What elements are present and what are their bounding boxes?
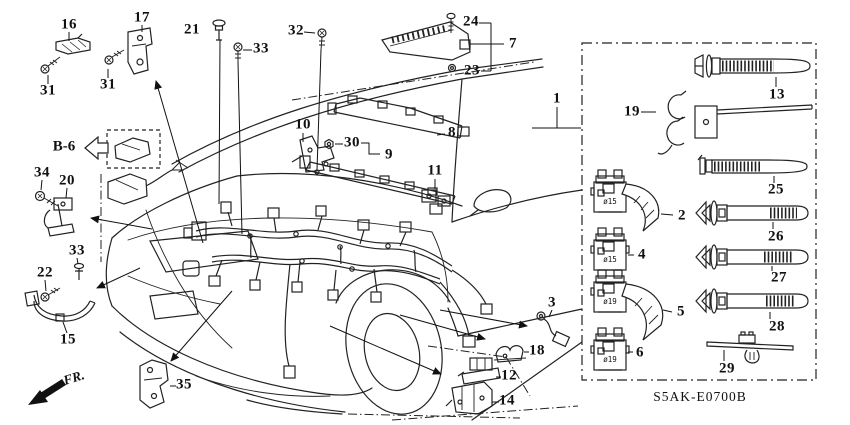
b6-reference <box>84 129 161 169</box>
clip-6-size-label: ø19 <box>603 355 617 364</box>
cable-tie-28 <box>695 288 809 314</box>
phantom-lines <box>100 61 579 421</box>
callout-35-21[interactable]: 35 <box>176 376 192 393</box>
engine-wire-harness <box>183 169 493 379</box>
callout-25-28[interactable]: 25 <box>768 181 784 198</box>
screw-31-right <box>104 49 125 65</box>
screw-33-top <box>233 42 243 62</box>
callout-4-31[interactable]: 4 <box>638 246 646 263</box>
bracket-11 <box>421 189 451 215</box>
clip-2: ø15 <box>590 169 660 232</box>
callout-5-33[interactable]: 5 <box>677 303 685 320</box>
callout-34-16[interactable]: 34 <box>34 164 50 181</box>
callout-32-4[interactable]: 32 <box>288 22 304 39</box>
callout-13-26[interactable]: 13 <box>769 86 785 103</box>
clip-4-size-label: ø15 <box>603 255 617 264</box>
callout-8-13[interactable]: 8 <box>448 124 456 141</box>
clip-33-left <box>73 262 85 280</box>
cable-tie-13 <box>694 54 811 78</box>
cable-tie-26 <box>695 200 809 226</box>
callout-23-7[interactable]: 23 <box>464 62 480 79</box>
nut-23 <box>447 63 457 73</box>
callout-33-3[interactable]: 33 <box>253 40 269 57</box>
callout-1-15[interactable]: 1 <box>553 90 561 107</box>
harness-bracket-15 <box>24 290 96 322</box>
screw-22 <box>40 287 61 302</box>
callout-24-5[interactable]: 24 <box>463 13 479 30</box>
clip-4: ø15 <box>590 227 630 271</box>
callout-6-35[interactable]: 6 <box>636 344 644 361</box>
clip-5-size-label: ø19 <box>603 297 617 306</box>
callout-16-0[interactable]: 16 <box>61 16 77 33</box>
bracket-clip-29 <box>706 331 794 364</box>
callout-18-23[interactable]: 18 <box>529 342 545 359</box>
clip-5: ø19 <box>590 269 664 341</box>
screw-31-left <box>40 56 61 74</box>
callout-19-27[interactable]: 19 <box>624 103 640 120</box>
callout-22-19[interactable]: 22 <box>37 264 53 281</box>
callout-2-29[interactable]: 2 <box>678 207 686 224</box>
callout-31-9[interactable]: 31 <box>100 76 116 93</box>
callout-31-8[interactable]: 31 <box>40 82 56 99</box>
b6-reference-label: B-6 <box>52 138 76 155</box>
diagram-code: S5AK-E0700B <box>653 389 747 404</box>
nut-30 <box>324 138 334 150</box>
cable-tie-27 <box>695 244 809 270</box>
leader-lines <box>40 22 777 403</box>
clip-6: ø19 <box>590 327 630 371</box>
screw-34 <box>34 190 59 207</box>
clamp-18 <box>493 345 527 363</box>
callout-14-25[interactable]: 14 <box>499 392 515 409</box>
harness-rail-8 <box>327 95 470 139</box>
callout-7-6[interactable]: 7 <box>509 35 517 52</box>
b6-reference-arrow-icon <box>84 135 109 161</box>
callout-26-30[interactable]: 26 <box>768 228 784 245</box>
callout-12-24[interactable]: 12 <box>501 367 517 384</box>
callout-10-10[interactable]: 10 <box>295 116 311 133</box>
detail-panel-border <box>581 42 817 381</box>
callout-3-22[interactable]: 3 <box>548 294 556 311</box>
clip-21 <box>212 19 226 41</box>
cover-7 <box>381 21 471 61</box>
pigtail-3 <box>536 311 571 348</box>
bracket-17 <box>127 27 153 75</box>
callout-11-14[interactable]: 11 <box>427 162 443 179</box>
bracket-14 <box>445 381 493 415</box>
callout-17-1[interactable]: 17 <box>134 9 150 26</box>
callout-15-20[interactable]: 15 <box>60 331 76 348</box>
screw-32 <box>317 28 327 51</box>
bracket-16 <box>55 33 91 55</box>
callout-33-18[interactable]: 33 <box>69 242 85 259</box>
callout-30-11[interactable]: 30 <box>344 134 360 151</box>
fr-direction-arrow-icon <box>28 379 66 405</box>
callout-27-32[interactable]: 27 <box>771 269 787 286</box>
car-body-outline <box>105 58 583 421</box>
detail-panel: ø15 ø15 <box>581 42 817 381</box>
callout-20-17[interactable]: 20 <box>59 172 75 189</box>
bracket-10 <box>291 135 335 173</box>
clamp-19 <box>657 90 813 155</box>
bracket-20 <box>43 197 75 237</box>
bracket-35 <box>139 359 169 409</box>
bolt-24 <box>446 12 456 33</box>
callout-28-34[interactable]: 28 <box>769 318 785 335</box>
cable-tie-25 <box>697 154 808 175</box>
callout-21-2[interactable]: 21 <box>184 21 200 38</box>
pointer-arrows <box>90 80 528 375</box>
side-mirror <box>473 189 512 213</box>
callout-29-36[interactable]: 29 <box>719 360 735 377</box>
callout-9-12[interactable]: 9 <box>385 146 393 163</box>
clip-2-size-label: ø15 <box>603 197 617 206</box>
bracket-12 <box>457 357 501 385</box>
